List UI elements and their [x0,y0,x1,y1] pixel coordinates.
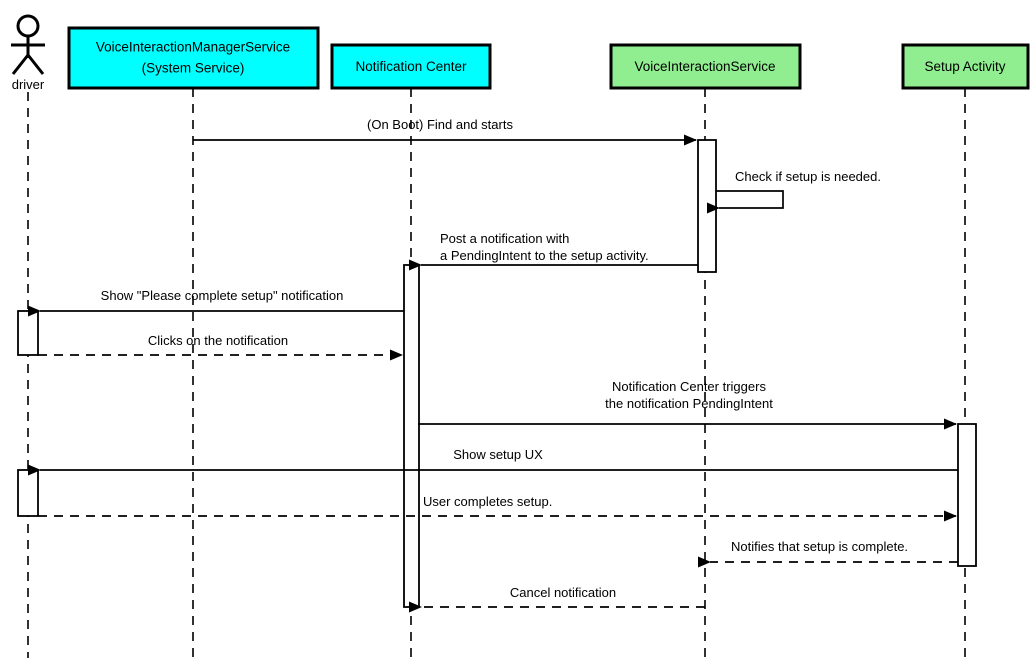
activation-bar-notification-center [403,264,420,608]
participant-label-line1: Notification Center [355,59,467,74]
actor-label: driver [12,77,45,92]
message-label: a PendingIntent to the setup activity. [440,248,649,263]
message-label: Cancel notification [510,585,616,600]
participant-box[interactable] [330,43,492,90]
participant-label-line1: VoiceInteractionManagerService [96,40,290,55]
message-label: Show setup UX [453,447,543,462]
participant-label-line1: VoiceInteractionService [634,59,775,74]
message-1: (On Boot) Find and starts [193,117,697,146]
activation-bar-setup-activity [957,423,977,567]
message-10: Cancel notification [409,585,705,613]
message-4: Show "Please complete setup" notificatio… [28,288,404,317]
actor-icon [11,14,45,75]
message-label: Clicks on the notification [148,333,288,348]
participant-box[interactable] [609,43,802,90]
message-self-arrow [707,190,784,214]
activations-layer [17,139,977,608]
activation-bar-driver [17,310,39,356]
participant-vims[interactable]: VoiceInteractionManagerService (System Se… [67,26,320,90]
message-9: Notifies that setup is complete. [698,539,958,568]
participant-vis[interactable]: VoiceInteractionService [609,43,802,90]
message-label: User completes setup. [423,494,552,509]
message-6: Notification Center triggers the notifica… [418,379,957,430]
message-label: Show "Please complete setup" notificatio… [101,288,344,303]
lifelines-layer [27,88,966,658]
message-3: Post a notification with a PendingIntent … [409,231,698,271]
message-label: the notification PendingIntent [605,396,773,411]
message-7: Show setup UX [28,447,958,476]
participant-label-line2: (System Service) [142,61,245,76]
message-label: Post a notification with [440,231,569,246]
participant-label-line1: Setup Activity [924,59,1005,74]
activation-bar-vis [697,139,717,273]
message-label: Notification Center triggers [612,379,766,394]
participant-driver[interactable]: driver [11,14,45,92]
participant-headers-layer: driver VoiceInteractionManagerService (Sys… [11,14,1030,92]
participant-setup-activity[interactable]: Setup Activity [901,43,1030,90]
message-2: Check if setup is needed. [707,169,881,214]
participant-notification-center[interactable]: Notification Center [330,43,492,90]
participant-box[interactable] [901,43,1030,90]
message-label: Check if setup is needed. [735,169,881,184]
message-8: User completes setup. [38,494,957,522]
message-5: Clicks on the notification [38,333,403,361]
activation-bar-driver [17,469,39,517]
message-label: Notifies that setup is complete. [731,539,908,554]
message-label: (On Boot) Find and starts [367,117,513,132]
participant-box[interactable] [67,26,320,90]
